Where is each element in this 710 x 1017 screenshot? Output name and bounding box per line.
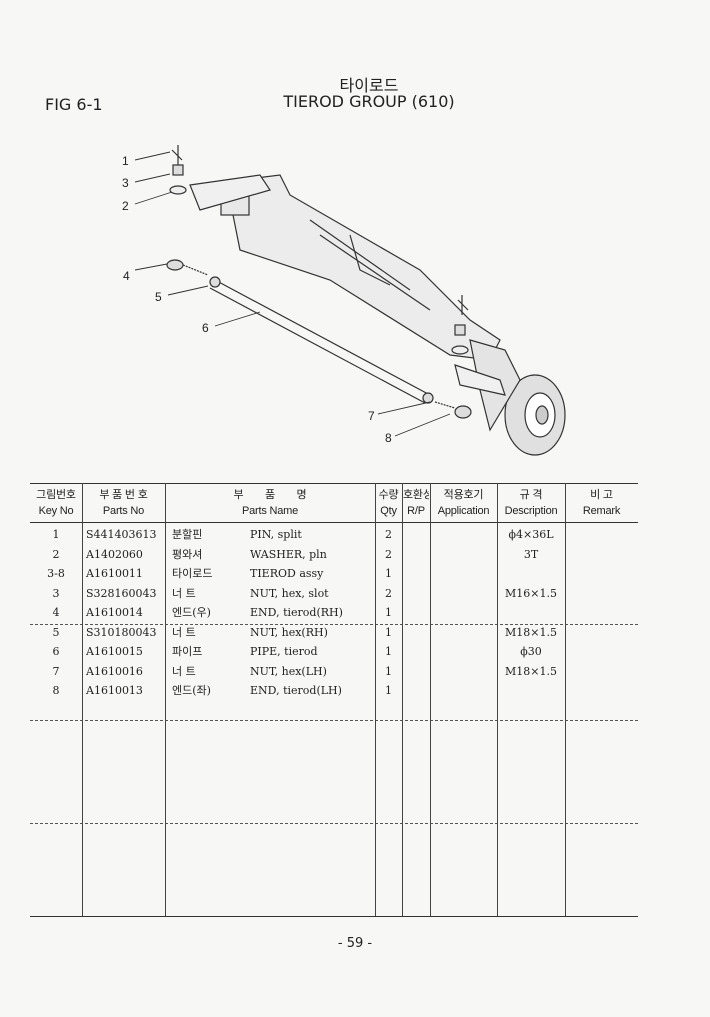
title-english: TIEROD GROUP (610) <box>283 92 455 111</box>
cell-ko: 분할핀 <box>172 528 203 541</box>
cell-ko: 엔드(좌) <box>172 684 211 697</box>
cell-desc: ϕ30 <box>520 645 542 658</box>
cell-part: A1610011 <box>86 567 143 580</box>
cell-qty: 1 <box>385 684 392 697</box>
callout-3: 3 <box>122 176 129 190</box>
callout-6: 6 <box>202 321 209 335</box>
cell-part: A1610013 <box>86 684 143 697</box>
cell-qty: 2 <box>385 547 392 561</box>
cell-desc <box>497 564 565 583</box>
cell-key: 5 <box>52 625 60 639</box>
cell-ko: 타이로드 <box>172 567 213 580</box>
header-rp-ko: 호환성 <box>403 489 429 501</box>
cell-part: A1402060 <box>86 547 143 561</box>
callout-1: 1 <box>122 154 129 168</box>
header-key-no-ko: 그림번호 <box>36 489 76 501</box>
cell-qty: 1 <box>385 625 392 639</box>
header-key-no-en: Key No <box>38 505 74 517</box>
callout-2: 2 <box>122 199 129 213</box>
cell-part: A1610015 <box>86 645 143 658</box>
callout-5: 5 <box>155 290 162 304</box>
figure-number: FIG 6-1 <box>45 95 103 114</box>
cell-qty: 1 <box>385 664 392 678</box>
cell-part: A1610016 <box>86 664 143 678</box>
callout-8: 8 <box>385 431 392 445</box>
tierod-diagram: 1 3 2 4 5 6 7 8 <box>122 145 566 456</box>
cell-desc: 3T <box>523 547 539 561</box>
header-remark-ko: 비 고 <box>590 489 613 501</box>
cell-qty: 2 <box>385 528 392 541</box>
cell-part: S310180043 <box>86 625 157 639</box>
cell-part: A1610014 <box>86 606 143 619</box>
cell-name: NUT, hex(RH) <box>250 625 328 639</box>
header-qty-en: Qty <box>380 505 397 517</box>
header-description-ko: 규 격 <box>519 489 543 501</box>
cell-key: 1 <box>52 528 60 541</box>
header-qty-ko: 수량 <box>378 489 399 501</box>
header-parts-no-en: Parts No <box>102 505 145 517</box>
cell-desc: ϕ4×36L <box>508 528 554 541</box>
cell-qty: 1 <box>385 606 392 619</box>
header-parts-name-en: Parts Name <box>241 505 299 517</box>
cell-ko: 엔드(우) <box>172 606 211 619</box>
cell-name: TIEROD assy <box>250 567 324 580</box>
title-korean: 타이로드 <box>339 76 399 95</box>
cell-name: END, tierod(LH) <box>250 684 342 697</box>
cell-qty: 1 <box>385 567 392 580</box>
callout-4: 4 <box>123 269 130 283</box>
header-parts-name-ko: 부 품 명 <box>233 489 307 501</box>
cell-name: NUT, hex(LH) <box>250 664 327 678</box>
header-rp-en: R/P <box>407 505 425 517</box>
cell-name: PIN, split <box>250 528 302 541</box>
cell-key: 3 <box>52 586 60 600</box>
header-remark-en: Remark <box>582 505 621 517</box>
header-application-ko: 적용호기 <box>443 489 484 501</box>
cell-desc <box>497 603 565 622</box>
cell-part: S441403613 <box>86 528 157 541</box>
cell-key: 8 <box>52 684 60 697</box>
header-application-en: Application <box>437 505 490 517</box>
cell-qty: 2 <box>385 586 392 600</box>
cell-desc <box>497 681 565 700</box>
cell-ko: 파이프 <box>172 645 203 658</box>
cell-desc: M18×1.5 <box>505 625 557 639</box>
header-description-en: Description <box>504 505 558 517</box>
cell-part: S328160043 <box>86 586 157 600</box>
cell-ko: 평와셔 <box>172 547 203 561</box>
cell-ko: 너 트 <box>172 664 196 678</box>
cell-key: 6 <box>52 645 60 658</box>
cell-name: WASHER, pln <box>250 547 327 561</box>
callout-7: 7 <box>368 409 375 423</box>
cell-desc: M18×1.5 <box>505 664 557 678</box>
cell-name: END, tierod(RH) <box>250 606 343 619</box>
cell-ko: 너 트 <box>172 586 196 600</box>
cell-name: PIPE, tierod <box>250 645 318 658</box>
cell-key: 3-8 <box>47 567 65 580</box>
header-parts-no-ko: 부 품 번 호 <box>99 489 148 501</box>
cell-desc: M16×1.5 <box>505 586 557 600</box>
cell-ko: 너 트 <box>172 625 196 639</box>
cell-key: 7 <box>52 664 60 678</box>
cell-name: NUT, hex, slot <box>250 586 329 600</box>
cell-key: 2 <box>52 547 60 561</box>
cell-qty: 1 <box>385 645 392 658</box>
cell-key: 4 <box>52 606 60 619</box>
page-number: - 59 - <box>337 936 373 951</box>
